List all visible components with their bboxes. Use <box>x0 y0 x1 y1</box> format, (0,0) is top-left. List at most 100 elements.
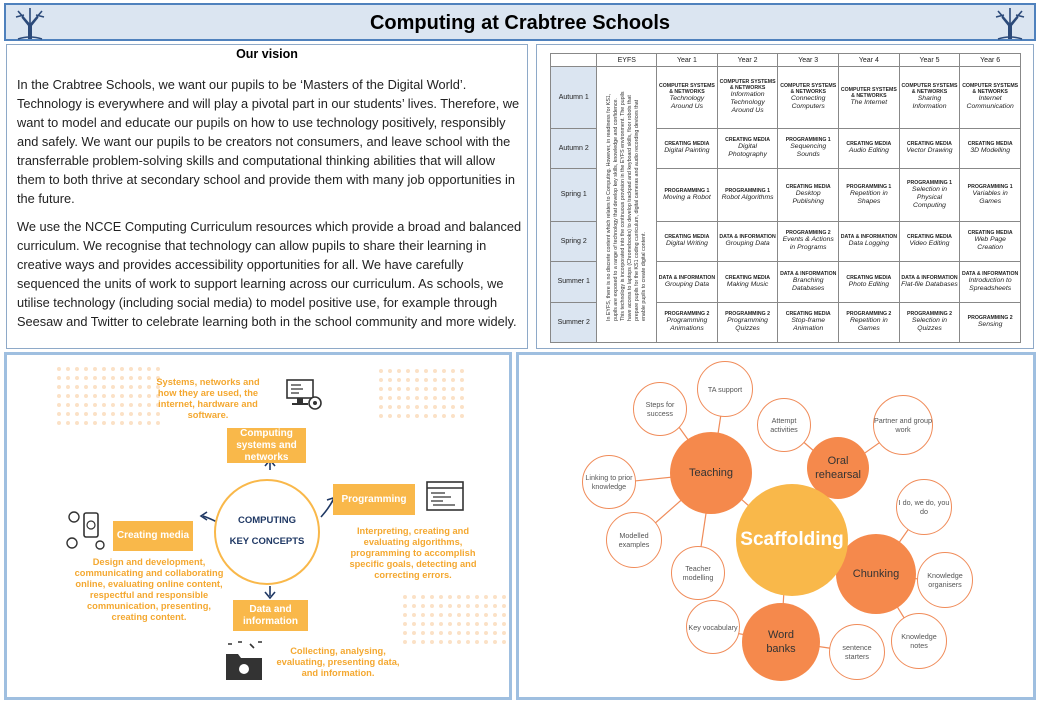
dot <box>102 385 106 389</box>
dot <box>102 412 106 416</box>
dot <box>412 595 416 599</box>
dot <box>484 613 488 617</box>
dot <box>379 387 383 391</box>
dot <box>493 604 497 608</box>
unit-topic: Video Editing <box>909 240 950 248</box>
unit-category: DATA & INFORMATION <box>658 274 716 281</box>
unit-topic: Selection in Quizzes <box>911 317 948 333</box>
vision-panel: Our vision In the Crabtree Schools, we w… <box>6 44 528 349</box>
dot <box>433 387 437 391</box>
dot <box>451 405 455 409</box>
dot <box>424 414 428 418</box>
unit-category: CREATING MEDIA <box>725 137 770 144</box>
dot <box>138 421 142 425</box>
dot <box>424 387 428 391</box>
dot <box>451 369 455 373</box>
dot <box>57 385 61 389</box>
dot <box>120 394 124 398</box>
dot <box>397 414 401 418</box>
unit-topic: Sharing Information <box>912 95 947 111</box>
dot <box>460 414 464 418</box>
dot <box>457 595 461 599</box>
column-header <box>549 53 598 67</box>
bubble-ta-support: TA support <box>697 361 753 417</box>
dot <box>460 387 464 391</box>
unit-topic: Repetition in Games <box>849 317 888 333</box>
unit-category: COMPUTER SYSTEMS & NETWORKS <box>719 79 776 92</box>
unit-category: CREATING MEDIA <box>907 234 952 241</box>
header-banner: Computing at Crabtree Schools <box>4 3 1036 41</box>
dot <box>448 631 452 635</box>
unit-category: CREATING MEDIA <box>664 234 710 241</box>
dot <box>493 631 497 635</box>
scaffolding-panel <box>516 352 1036 700</box>
dot <box>156 421 160 425</box>
dot <box>475 604 479 608</box>
dot <box>433 414 437 418</box>
programming-description: Interpreting, creating and evaluating al… <box>349 526 477 580</box>
dot <box>484 631 488 635</box>
term-cell: Spring 2 <box>549 220 598 262</box>
dot <box>388 378 392 382</box>
dot <box>511 640 512 644</box>
code-window-icon <box>426 481 464 511</box>
dot <box>415 387 419 391</box>
dot <box>397 396 401 400</box>
column-header: Year 4 <box>838 53 900 67</box>
dot <box>111 394 115 398</box>
dot <box>102 367 106 371</box>
dot <box>424 396 428 400</box>
unit-topic: Photo Editing <box>848 280 890 288</box>
dot <box>156 376 160 380</box>
dot <box>502 613 506 617</box>
dot <box>403 604 407 608</box>
unit-topic: Events & Actions in Programs <box>782 236 834 252</box>
dot <box>493 622 497 626</box>
dot <box>120 385 124 389</box>
dot <box>466 595 470 599</box>
dot <box>448 622 452 626</box>
dot <box>475 595 479 599</box>
column-header: Year 5 <box>898 53 961 67</box>
dot <box>57 367 61 371</box>
data-information-box: Data and information <box>233 600 308 631</box>
dot <box>138 403 142 407</box>
dot <box>120 403 124 407</box>
dot <box>403 640 407 644</box>
creating-media-description: Design and development, communicating an… <box>74 557 224 622</box>
dot <box>147 412 151 416</box>
column-header: EYFS <box>596 53 658 67</box>
dot <box>138 376 142 380</box>
unit-topic: Repetition in Shapes <box>849 189 888 205</box>
dot <box>442 405 446 409</box>
unit-topic: Sequencing Sounds <box>790 143 827 159</box>
circle-title-line-1: COMPUTING <box>237 515 297 526</box>
dot <box>415 414 419 418</box>
dot <box>111 367 115 371</box>
dot <box>460 369 464 373</box>
dot <box>84 412 88 416</box>
dot <box>406 387 410 391</box>
term-cell: Spring 1 <box>549 168 598 222</box>
unit-topic: Desktop Publishing <box>792 189 824 205</box>
dot <box>57 412 61 416</box>
dot <box>430 595 434 599</box>
unit-category: COMPUTER SYSTEMS & NETWORKS <box>840 87 897 100</box>
dot <box>102 421 106 425</box>
unit-topic: Making Music <box>726 280 769 288</box>
dot <box>156 412 160 416</box>
dot <box>379 405 383 409</box>
dot <box>421 640 425 644</box>
systems-description: Systems, networks and how they are used,… <box>156 377 260 420</box>
dot <box>138 367 142 371</box>
dot <box>75 403 79 407</box>
